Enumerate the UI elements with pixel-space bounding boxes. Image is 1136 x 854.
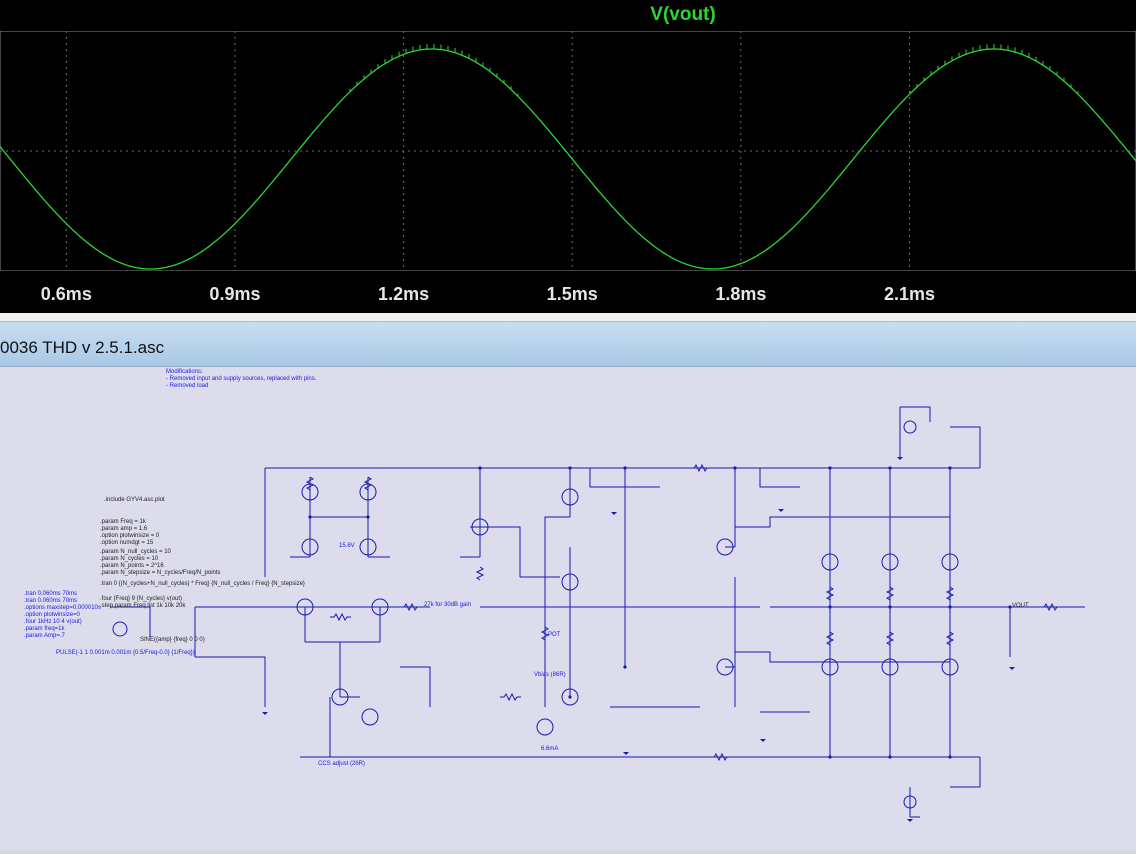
sim-line: .tran 0.060ms 70ms bbox=[24, 598, 78, 604]
gain-note: 27k for 30dB gain bbox=[424, 602, 472, 608]
ccs-adjust-note: CCS adjust (26R) bbox=[318, 761, 366, 767]
x-tick-label: 1.2ms bbox=[378, 284, 430, 304]
modifications-note: Modifications: - Removed input and suppl… bbox=[166, 369, 316, 390]
schematic-title: 0036 THD v 2.5.1.asc bbox=[0, 338, 165, 357]
param-line: .param Freq = 1k bbox=[100, 519, 146, 525]
transistor-symbols bbox=[112, 420, 959, 809]
vout-label: VOUT bbox=[1012, 603, 1029, 609]
ground-symbols bbox=[262, 457, 1015, 822]
modifications-heading: Modifications: bbox=[166, 369, 203, 375]
schematic-drawing[interactable] bbox=[0, 367, 1136, 849]
param-block-a[interactable]: .param Freq = 1k .param amp = 1.6 .optio… bbox=[100, 519, 159, 547]
waveform-plot-window[interactable]: V(vout) 0.6ms 0.9ms 1.2ms 1.5ms 1.8ms 2.1ms bbox=[0, 0, 1136, 313]
step-directive[interactable]: .step param Freq list 1k 10k 20k bbox=[100, 603, 186, 609]
trace-line[interactable] bbox=[0, 48, 1136, 270]
x-tick-label: 1.5ms bbox=[546, 284, 598, 304]
pulse-source-value[interactable]: PULSE(-1 1 0.001m 0.001m {0.5/Freq-0.0} … bbox=[56, 650, 195, 656]
trace-title[interactable]: V(vout) bbox=[650, 4, 716, 25]
schematic-wires bbox=[110, 406, 1085, 818]
schematic-nodes bbox=[308, 466, 1012, 759]
sim-line: .options maxstep=0.000010s bbox=[24, 605, 101, 611]
current-note: 6.6mA bbox=[541, 746, 559, 752]
x-tick-label: 0.9ms bbox=[209, 284, 261, 304]
include-directive[interactable]: .include GYV4.asc.plot bbox=[104, 497, 165, 503]
sim-line: .param freq=1k bbox=[24, 626, 65, 632]
schematic-titlebar[interactable]: 0036 THD v 2.5.1.asc bbox=[0, 322, 1136, 367]
sim-block[interactable]: .tran 0.060ms 70ms .tran 0.060ms 70ms .o… bbox=[24, 591, 101, 640]
vbias-note: Vbias (86R) bbox=[534, 672, 566, 678]
param-line: .option numdgt = 15 bbox=[100, 540, 154, 546]
param-line: .param N_null_cycles = 10 bbox=[100, 549, 171, 555]
x-tick-label: 0.6ms bbox=[40, 284, 92, 304]
plot-area[interactable] bbox=[0, 31, 1136, 271]
four-directive[interactable]: .four {Freq} 9 {N_cycles} v(out) bbox=[100, 596, 183, 602]
trace-spikes bbox=[349, 44, 1079, 97]
sim-line: .param Amp=.7 bbox=[24, 633, 65, 639]
zener-voltage-note: 15.6V bbox=[339, 543, 355, 549]
param-line: .param N_stepsize = N_cycles/Freq/N_poin… bbox=[100, 570, 221, 576]
param-line: .param amp = 1.6 bbox=[100, 526, 148, 532]
param-line: .param N_points = 2^16 bbox=[100, 563, 164, 569]
pot-note: POT bbox=[548, 632, 561, 638]
sim-line: .four 1kHz 10 4 v(out) bbox=[24, 619, 82, 625]
modification-1: - Removed input and supply sources, repl… bbox=[166, 376, 317, 382]
resistor-symbols bbox=[305, 463, 1061, 762]
x-tick-label: 2.1ms bbox=[883, 284, 935, 304]
sine-source-value[interactable]: SINE({amp} {freq} 0 0 0) bbox=[140, 637, 205, 643]
pane-splitter[interactable] bbox=[0, 313, 1136, 322]
x-tick-label: 1.8ms bbox=[715, 284, 767, 304]
modification-2: - Removed load bbox=[166, 383, 209, 389]
param-line: .option plotwinsize = 0 bbox=[100, 533, 160, 539]
sim-line: .tran 0.060ms 70ms bbox=[24, 591, 78, 597]
param-line: .param N_cycles = 10 bbox=[100, 556, 159, 562]
tran-directive[interactable]: .tran 0 {(N_cycles+N_null_cycles) * Freq… bbox=[100, 581, 305, 587]
param-block-b[interactable]: .param N_null_cycles = 10 .param N_cycle… bbox=[100, 549, 221, 577]
schematic-canvas[interactable]: Modifications: - Removed input and suppl… bbox=[0, 367, 1136, 849]
sim-line: .option plotwinsize=0 bbox=[24, 612, 80, 618]
grid-lines bbox=[0, 31, 1136, 271]
